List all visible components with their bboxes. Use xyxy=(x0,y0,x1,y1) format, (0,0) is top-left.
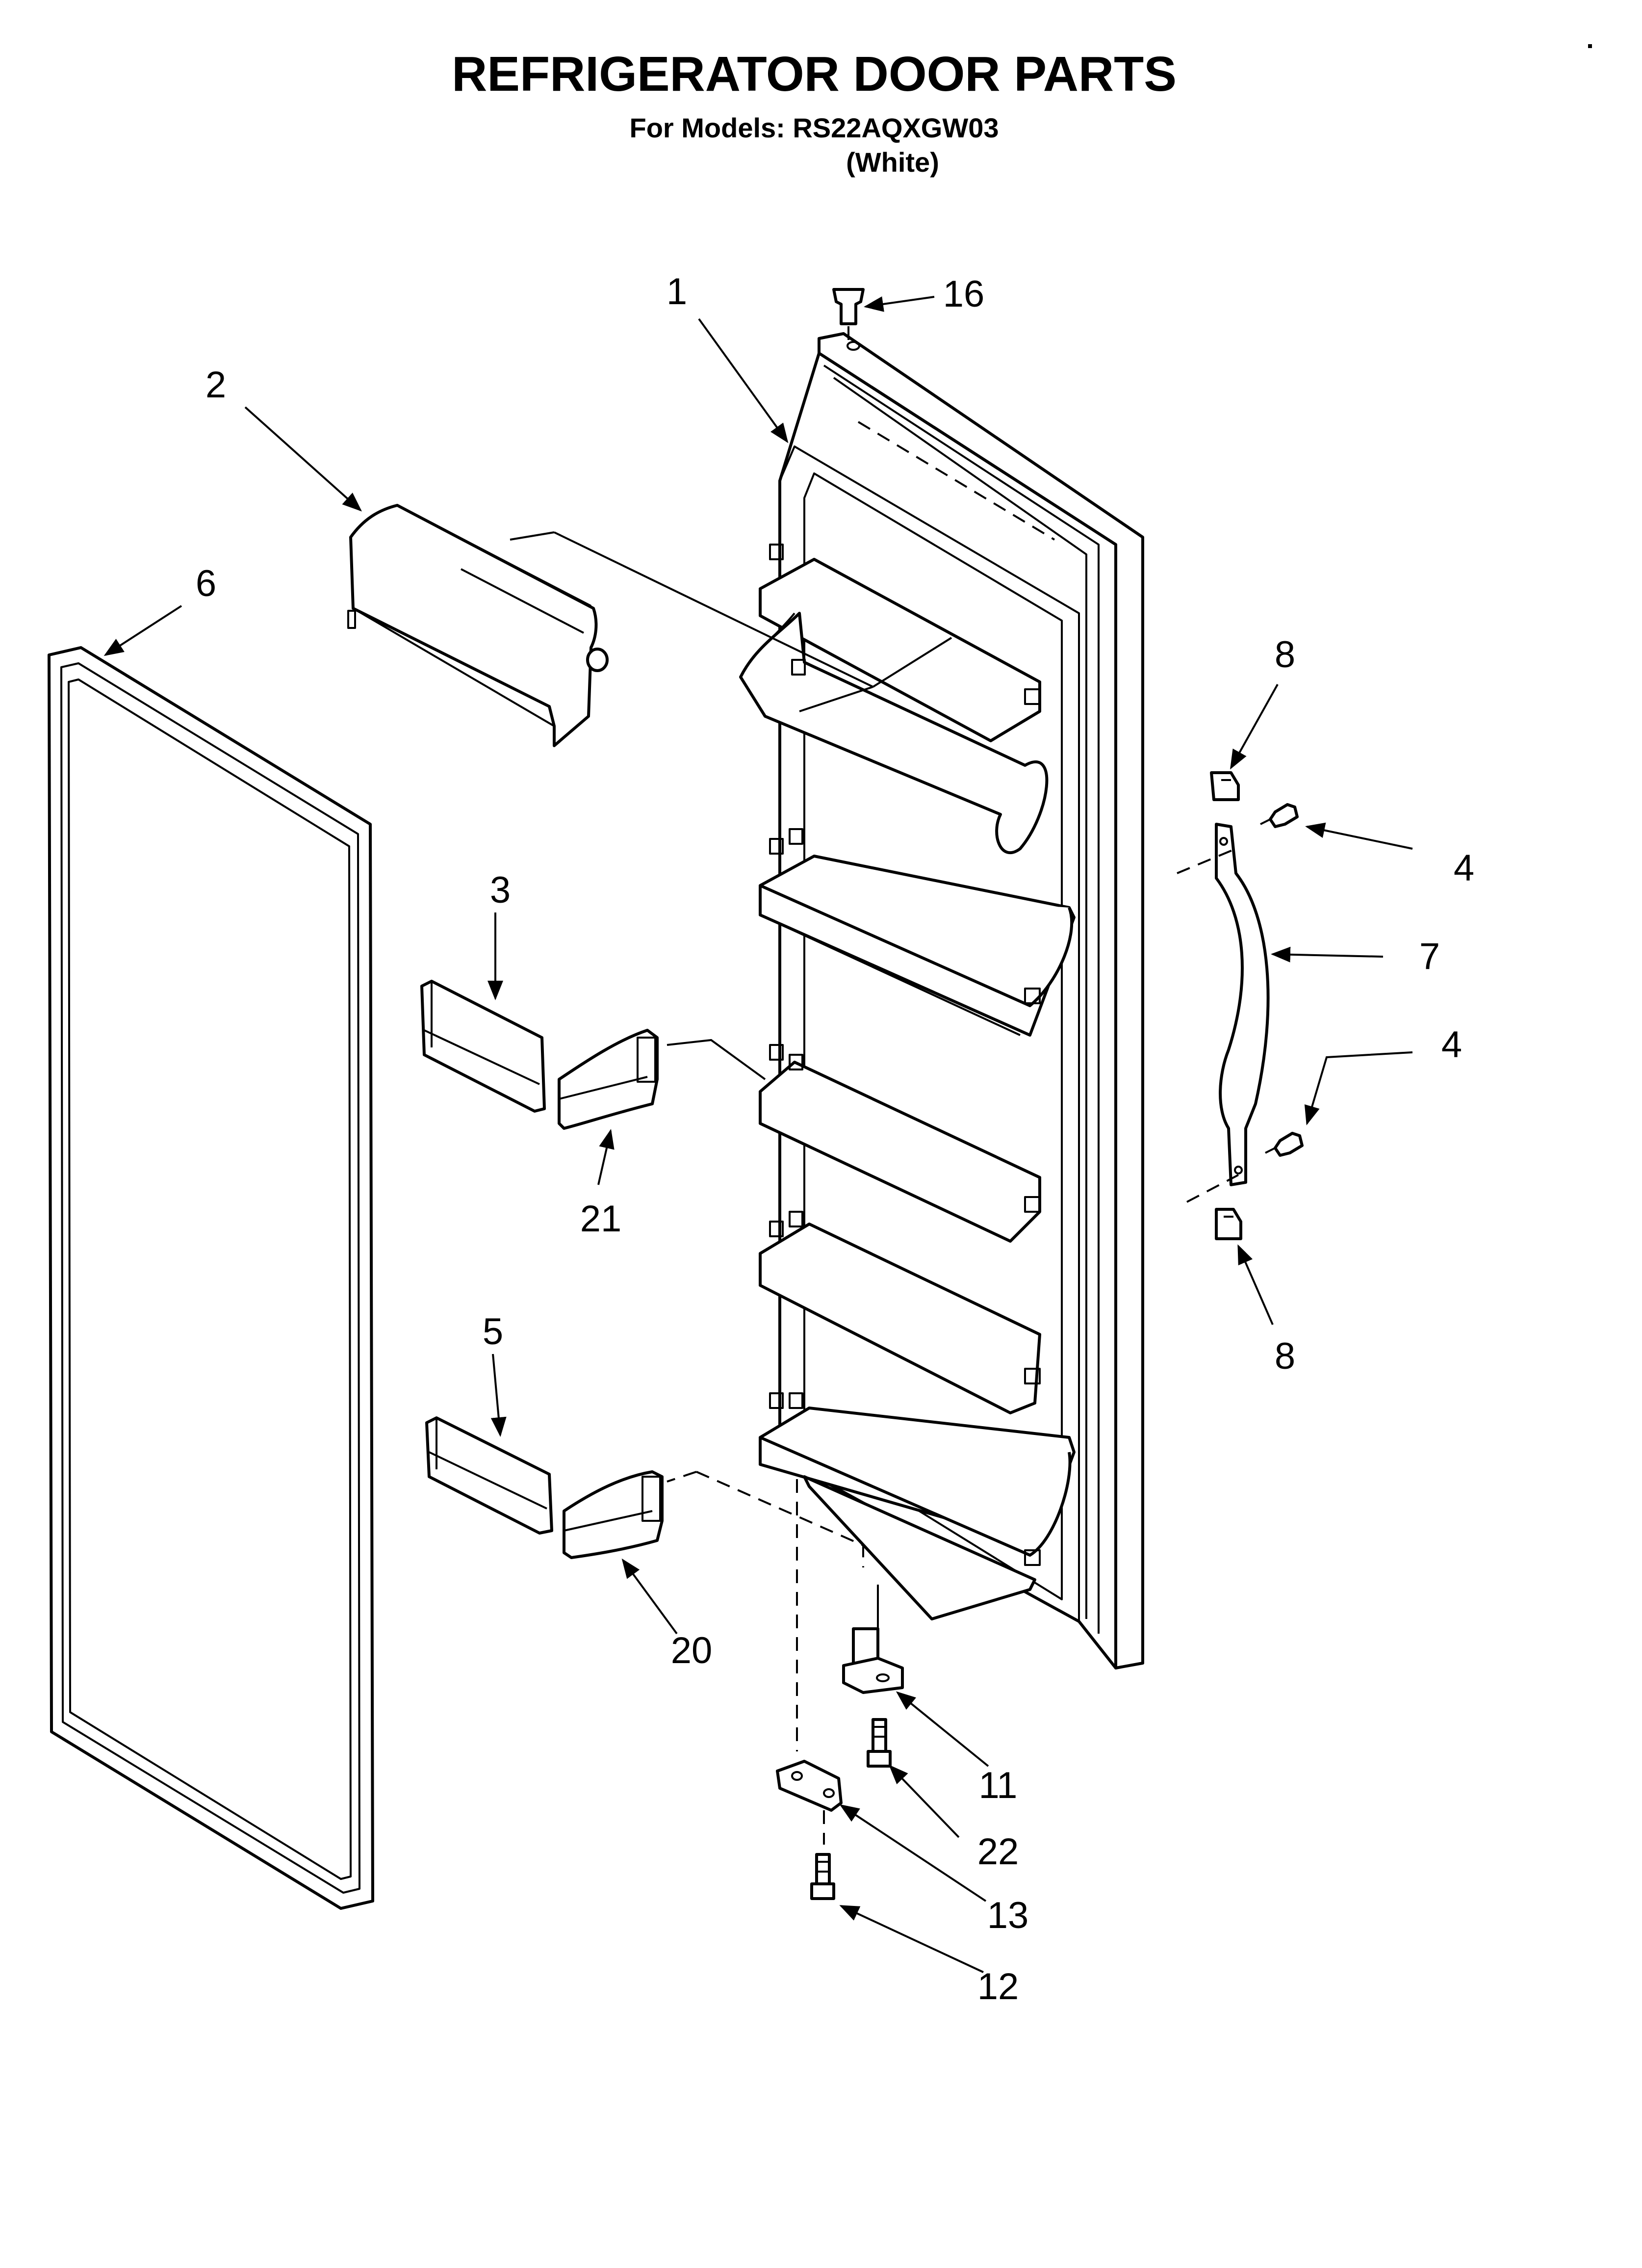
hinge-bracket xyxy=(776,1479,843,1812)
callout-1: 1 xyxy=(667,271,687,313)
door-plug xyxy=(832,288,865,351)
page-title: REFRIGERATOR DOOR PARTS xyxy=(452,47,1177,102)
handle-clip-top xyxy=(1210,771,1240,801)
models-line: For Models: RS22AQXGW03 xyxy=(629,112,999,143)
callout-8-bottom: 8 xyxy=(1275,1335,1295,1377)
callout-21: 21 xyxy=(580,1198,622,1240)
callout-6: 6 xyxy=(196,563,216,604)
callout-22: 22 xyxy=(977,1831,1019,1873)
lower-shelf-end-cap xyxy=(563,1470,864,1567)
handle-screw-bottom xyxy=(1265,1132,1304,1157)
upper-shelf-end-cap xyxy=(558,1029,766,1130)
door-liner xyxy=(739,332,1144,1669)
color-line: (White) xyxy=(846,147,939,178)
callout-13: 13 xyxy=(987,1895,1029,1936)
callout-8-top: 8 xyxy=(1275,634,1295,676)
door-shelf-4 xyxy=(759,1223,1041,1414)
hinge-screw xyxy=(867,1718,892,1768)
callout-7: 7 xyxy=(1419,936,1440,977)
callout-5: 5 xyxy=(483,1311,503,1353)
lower-shelf-trim xyxy=(425,1416,553,1535)
door-shelf-2 xyxy=(759,855,1076,1037)
door-handle xyxy=(1177,823,1270,1203)
door-shelf-1 xyxy=(739,558,1049,854)
hinge-pin xyxy=(842,1585,904,1694)
handle-screw-top xyxy=(1260,803,1299,828)
upper-shelf-trim xyxy=(420,980,546,1113)
dairy-door xyxy=(347,504,952,747)
bracket-screw xyxy=(810,1810,835,1900)
callout-4-top: 4 xyxy=(1454,847,1474,889)
callout-16: 16 xyxy=(943,273,985,315)
callout-2: 2 xyxy=(205,364,226,406)
callout-11: 11 xyxy=(979,1765,1018,1806)
callout-20: 20 xyxy=(671,1630,713,1671)
leader-lines xyxy=(103,296,1413,1973)
callout-3: 3 xyxy=(490,869,511,911)
corner-mark xyxy=(1588,44,1592,48)
callout-12: 12 xyxy=(977,1966,1019,2007)
callout-4-bottom: 4 xyxy=(1441,1024,1462,1066)
handle-clip-bottom xyxy=(1215,1208,1242,1240)
door-gasket xyxy=(48,646,374,1910)
